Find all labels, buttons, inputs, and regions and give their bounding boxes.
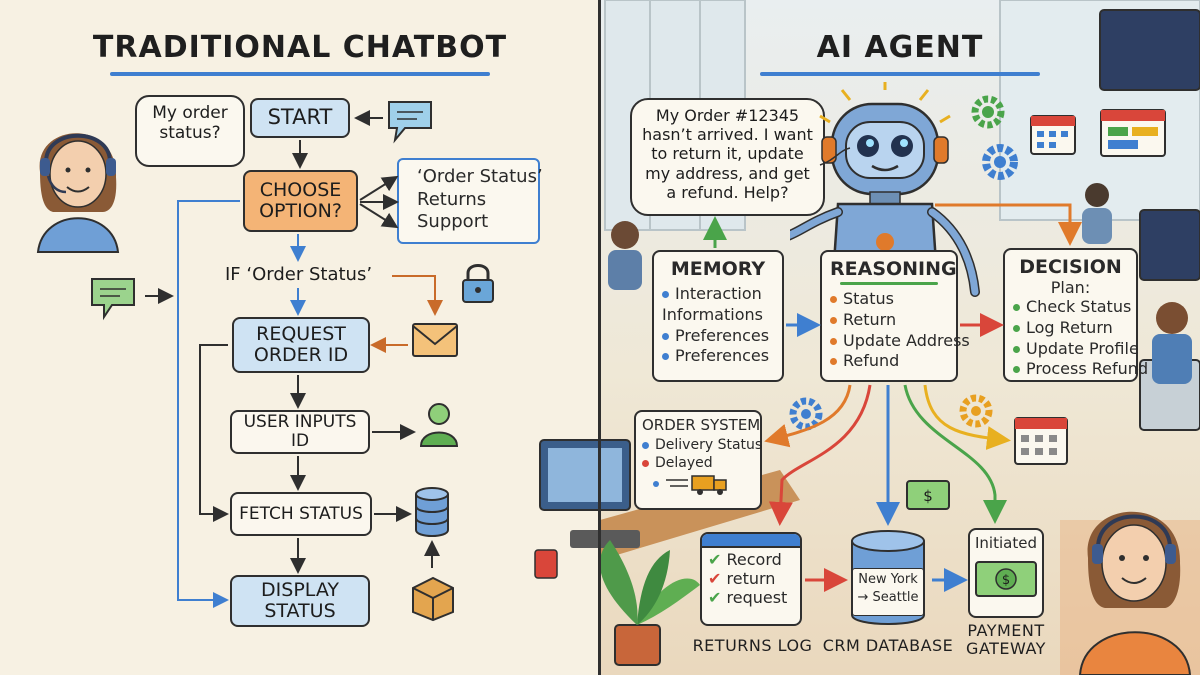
order-system-item: Delayed — [642, 454, 754, 472]
gear-icon-blue — [982, 144, 1018, 180]
check-icon: ✔ — [708, 550, 722, 569]
order-system-item: Delivery Status — [642, 436, 762, 454]
lock-icon — [462, 264, 494, 303]
request-order-id-node: REQUEST ORDER ID — [232, 317, 370, 373]
crm-from: New York — [858, 572, 918, 587]
svg-text:$: $ — [923, 487, 933, 505]
decision-item: Check Status — [1013, 297, 1131, 318]
ai-title-underline — [760, 72, 1040, 76]
start-node: START — [250, 98, 350, 138]
returns-log-item: ✔ Record — [708, 550, 782, 569]
cup-icon — [534, 549, 558, 579]
payment-status: Initiated — [975, 534, 1037, 552]
schedule-calendar-icon — [1100, 109, 1166, 157]
decision-item: Update Profile — [1013, 339, 1139, 360]
arrow-right-icon: → — [857, 589, 869, 605]
package-box-icon — [412, 576, 454, 622]
returns-log-window: ✔ Record ✔ return ✔ request — [700, 532, 802, 626]
display-status-node: DISPLAY STATUS — [230, 575, 370, 627]
crm-database-label: CRM DATABASE — [822, 636, 954, 655]
gear-icon — [971, 95, 1005, 129]
returns-log-item: ✔ request — [708, 588, 788, 608]
reasoning-item: Status — [830, 289, 948, 310]
envelope-icon — [412, 323, 458, 357]
option-returns: Returns — [417, 188, 487, 210]
memory-item: Preferences — [662, 326, 774, 347]
fetch-status-node: FETCH STATUS — [230, 492, 372, 536]
options-list: ‘Order Status’ Returns Support — [397, 158, 543, 244]
decision-title: DECISION — [1019, 256, 1122, 278]
agent-user-bubble: My Order #12345 hasn’t arrived. I want t… — [630, 98, 825, 216]
traditional-chatbot-title: TRADITIONAL CHATBOT — [92, 30, 508, 65]
decision-card: DECISION Plan: Check Status Log Return U… — [1003, 248, 1148, 382]
reasoning-underline — [840, 282, 938, 285]
decision-plan-label: Plan: — [1050, 278, 1091, 297]
money-icon: $ — [906, 480, 950, 510]
memory-card: MEMORY Interaction Informations Preferen… — [652, 250, 784, 382]
agent-avatar-right — [1078, 511, 1192, 675]
cash-icon: $ — [975, 561, 1037, 597]
headset-icon — [1096, 514, 1172, 549]
calendar-icon — [1030, 115, 1076, 155]
user-inputs-id-node: USER INPUTS ID — [230, 410, 370, 454]
payment-gateway-label: PAYMENT GATEWAY — [966, 621, 1046, 659]
ai-agent-title: AI AGENT — [816, 30, 984, 65]
payment-gateway-card: Initiated $ — [968, 528, 1044, 618]
returns-log-label: RETURNS LOG — [692, 636, 813, 655]
green-chat-icon — [91, 278, 135, 321]
reasoning-title: REASONING — [830, 258, 957, 280]
reasoning-item: Update Address — [830, 331, 970, 352]
plant-pot-icon — [614, 624, 661, 666]
headset-icon — [44, 133, 112, 163]
gear-icon-order — [789, 397, 823, 431]
database-icon — [415, 487, 449, 537]
check-icon: ✔ — [708, 588, 722, 608]
reasoning-item: Return — [830, 310, 948, 331]
title-underline — [110, 72, 490, 76]
user-icon — [419, 403, 459, 447]
crm-to: Seattle — [872, 589, 919, 605]
order-system-card: ORDER SYSTEM Delivery Status Delayed — [634, 410, 762, 510]
check-icon: ✔ — [708, 569, 722, 589]
reasoning-item: Refund — [830, 351, 948, 372]
panel-divider — [598, 0, 601, 675]
reasoning-card: REASONING Status Return Update Address R… — [820, 250, 970, 382]
if-order-status-label: IF ‘Order Status’ — [225, 264, 373, 285]
decision-item: Process Refund — [1013, 359, 1148, 380]
wall-screen-icon — [1099, 9, 1200, 91]
user-avatar-left — [36, 133, 120, 253]
option-order-status: ‘Order Status’ — [417, 166, 543, 187]
option-support: Support — [417, 211, 489, 232]
decision-item: Log Return — [1013, 318, 1128, 339]
crm-address-card: New York → Seattle — [852, 568, 924, 616]
keyboard-icon — [570, 530, 640, 548]
returns-log-item: ✔ return — [708, 569, 776, 589]
order-system-title: ORDER SYSTEM — [642, 416, 761, 434]
choose-option-node: CHOOSE OPTION? — [243, 170, 358, 232]
chatbot-flow-arrows — [145, 110, 443, 608]
window-titlebar — [702, 534, 800, 548]
chatbot-user-bubble: My order status? — [135, 95, 245, 167]
memory-item: Preferences — [662, 346, 774, 367]
gear-icon-orange — [959, 394, 993, 428]
chat-bubble-icon — [388, 101, 432, 144]
calendar-icon-small — [1014, 417, 1068, 465]
memory-item: Interaction Informations — [662, 284, 763, 324]
svg-text:$: $ — [1002, 573, 1010, 588]
delivery-truck-icon — [653, 475, 727, 496]
memory-title: MEMORY — [670, 258, 766, 280]
